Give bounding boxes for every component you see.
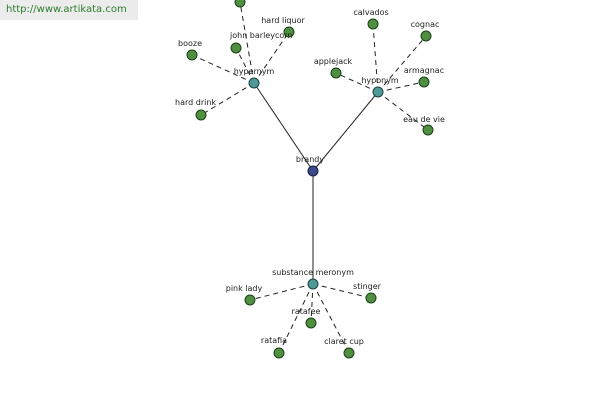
node-armagnac[interactable] <box>418 76 430 88</box>
node-calvados[interactable] <box>367 18 379 30</box>
label-hypernym: hypernym <box>234 67 275 76</box>
label-stinger: stinger <box>353 282 382 291</box>
edges <box>191 1 429 354</box>
edge-substance_meronym-pink_lady <box>249 283 314 301</box>
label-calvados: calvados <box>353 8 388 17</box>
edge-hypernym-john_barleycorn <box>235 47 255 84</box>
label-claret-cup: claret cup <box>324 337 364 346</box>
edge-substance_meronym-claret_cup <box>312 283 350 354</box>
edge-hypernym-hn_top <box>239 1 255 84</box>
edge-hyponym-eau_de_vie <box>377 91 429 131</box>
node-hn-top[interactable] <box>234 0 246 8</box>
node-hypernym[interactable] <box>248 77 260 89</box>
node-cognac[interactable] <box>420 30 432 42</box>
label-ratafia: ratafia <box>261 336 287 345</box>
edge-hyponym-armagnac <box>377 81 425 93</box>
edge-hypernym-booze <box>191 54 255 84</box>
node-claret-cup[interactable] <box>343 347 355 359</box>
node-substance-meronym[interactable] <box>307 278 319 290</box>
node-pink-lady[interactable] <box>244 294 256 306</box>
label-booze: booze <box>178 39 202 48</box>
label-hyponym: hyponym <box>361 76 399 85</box>
edge-hyponym-calvados <box>372 23 379 93</box>
label-substance-meronym: substance meronym <box>272 268 354 277</box>
edge-hyponym-cognac <box>377 35 427 93</box>
label-john-barleycorn: john barleycorn <box>229 31 292 40</box>
node-eau-de-vie[interactable] <box>422 124 434 136</box>
edge-substance_meronym-ratafee <box>310 283 314 324</box>
labels: hard liquor john barleycorn booze hard drin… <box>175 8 445 346</box>
node-applejack[interactable] <box>330 67 342 79</box>
node-booze[interactable] <box>186 49 198 61</box>
edge-hyponym-applejack <box>335 72 379 93</box>
node-hard-liquor[interactable] <box>283 26 295 38</box>
edge-substance_meronym-ratafia <box>278 283 314 354</box>
label-hard-liquor: hard liquor <box>261 16 305 25</box>
node-hyponym[interactable] <box>372 86 384 98</box>
label-ratafee: ratafee <box>292 307 321 316</box>
label-eau-de-vie: eau de vie <box>403 115 445 124</box>
edge-brandy-hypernym <box>253 82 314 172</box>
node-john-barleycorn[interactable] <box>230 42 242 54</box>
node-stinger[interactable] <box>365 292 377 304</box>
node-brandy[interactable] <box>307 165 319 177</box>
label-brandy: brandy <box>296 155 324 164</box>
node-ratafee[interactable] <box>305 317 317 329</box>
edge-brandy-hyponym <box>312 91 379 172</box>
edge-substance_meronym-stinger <box>312 283 372 299</box>
label-cognac: cognac <box>411 20 440 29</box>
edge-hypernym-hard_drink <box>200 82 255 116</box>
label-hard-drink: hard drink <box>175 98 216 107</box>
node-ratafia[interactable] <box>273 347 285 359</box>
site-watermark[interactable]: http://www.artikata.com <box>0 0 138 20</box>
label-armagnac: armagnac <box>404 66 444 75</box>
label-pink-lady: pink lady <box>226 284 263 293</box>
nodes <box>186 0 434 359</box>
edge-hypernym-hard_liquor <box>253 31 290 84</box>
label-applejack: applejack <box>314 57 353 66</box>
node-hard-drink[interactable] <box>195 109 207 121</box>
